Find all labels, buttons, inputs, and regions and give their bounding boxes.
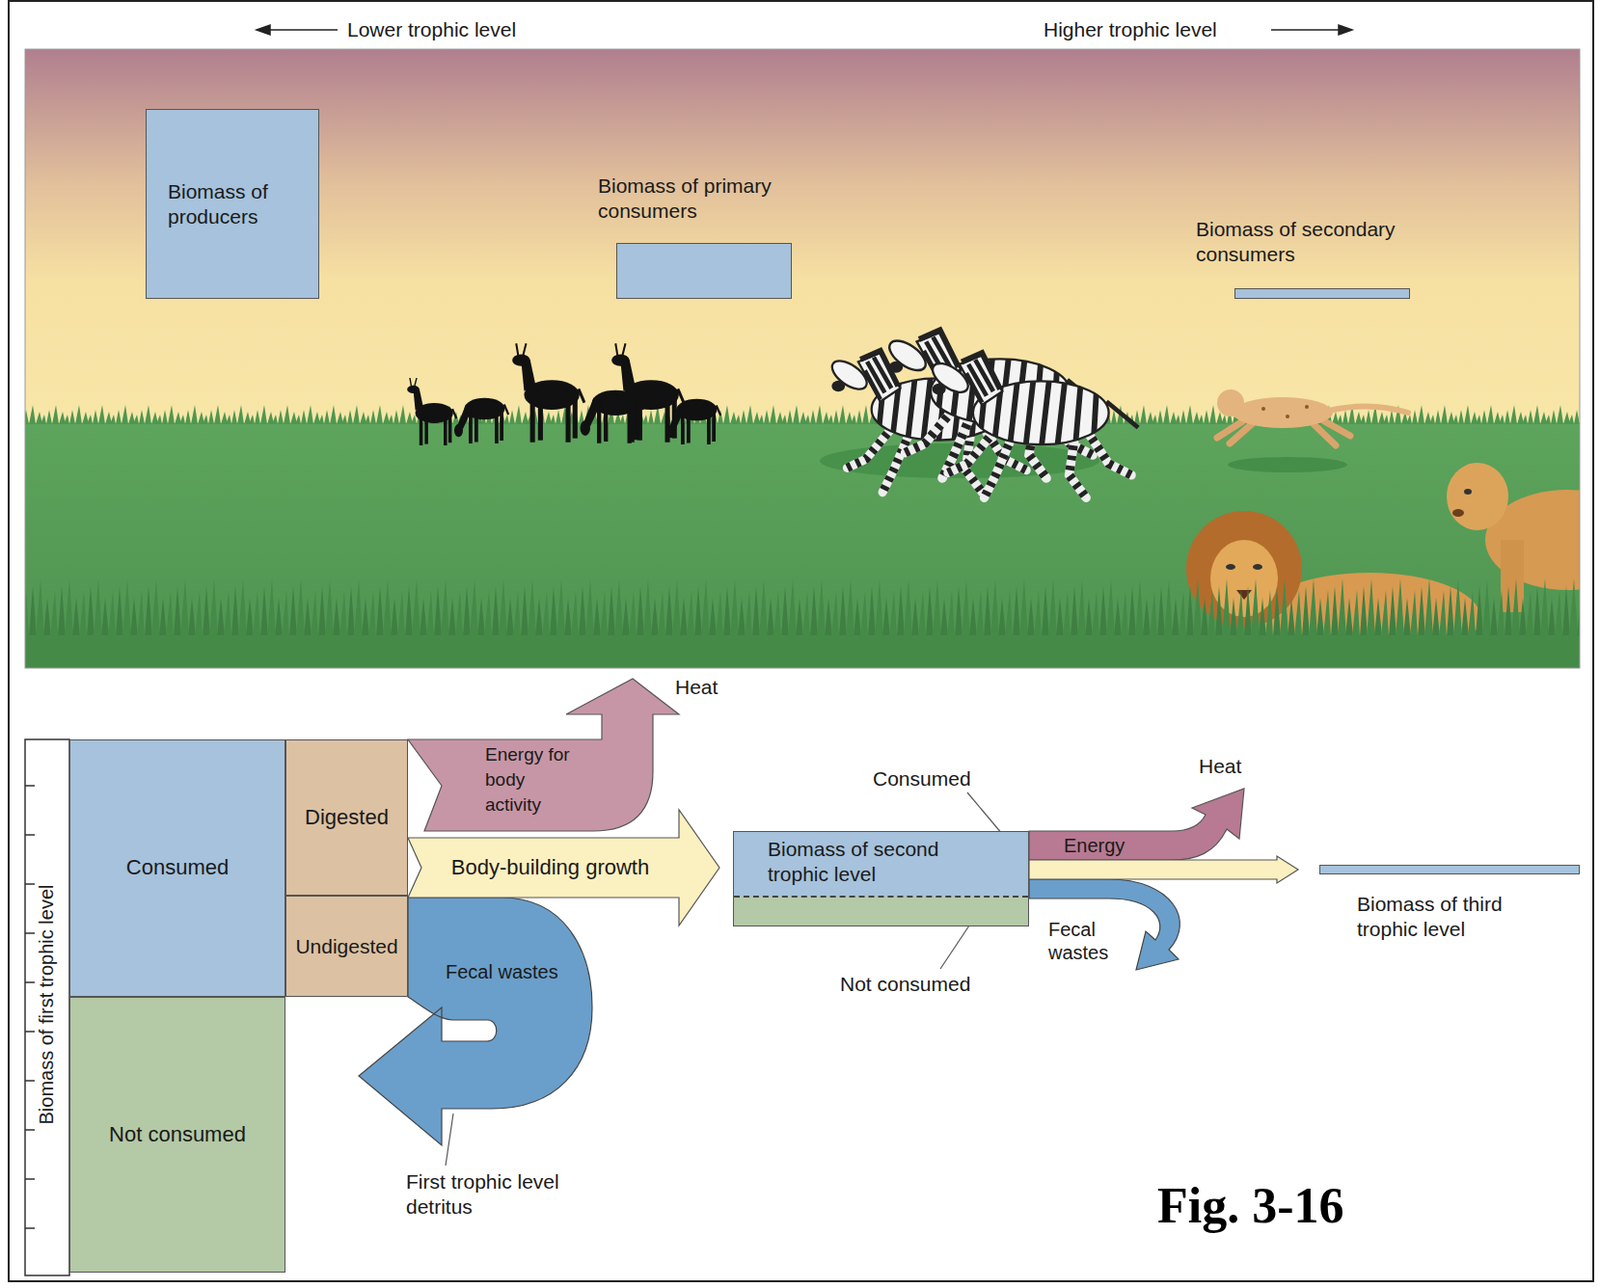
figure-caption: Fig. 3-16 [1157, 1178, 1345, 1234]
consumed-box: Consumed [69, 739, 286, 998]
node-label: Biomass of primary consumers [597, 173, 791, 224]
zebras [827, 329, 1139, 498]
growth-arrow [1029, 856, 1299, 884]
axis-direction-label: Lower trophic level [347, 17, 516, 43]
node-label: Biomass of secondary consumers [1195, 216, 1404, 268]
callout-label: Consumed [872, 766, 972, 792]
dashed-divider [733, 895, 1029, 898]
undigested-box: Undigested [285, 895, 408, 998]
node-label: Biomass of producers [167, 179, 311, 229]
node-label: Undigested [295, 934, 398, 960]
flow-label: Energy [1063, 834, 1125, 858]
frame [8, 0, 1594, 1282]
node-label: Not consumed [108, 1122, 246, 1149]
flow-label: Fecal wastes [1048, 918, 1118, 965]
callout-label: Not consumed [840, 972, 971, 998]
fecal-arrow [1029, 879, 1180, 971]
callout-label: First trophic level detritus [406, 1169, 561, 1220]
digested-box: Digested [285, 739, 408, 896]
cheetah [1217, 389, 1409, 446]
node-label: Digested [304, 805, 389, 832]
flow-label: Heat [1198, 754, 1242, 780]
biomass-bar: Biomass of third trophic level [1319, 865, 1580, 950]
edge-label: Body-building growth [451, 855, 650, 881]
node-label: Consumed [126, 855, 229, 882]
axis-direction-label: Higher trophic level [1043, 17, 1218, 43]
node-label: Biomass of third trophic level [1356, 892, 1550, 943]
axis-column [25, 739, 70, 1276]
biomass-box: Biomass of producers [145, 108, 320, 299]
savanna-scene [25, 49, 1580, 669]
biomass-bar: Biomass of secondary consumers [1195, 216, 1411, 299]
biomass-bar: Biomass of primary consumers [597, 173, 792, 299]
biomass-bar-fill [616, 243, 792, 299]
biomass-bar-fill [1234, 288, 1411, 299]
axis-label: Biomass of first trophic level [34, 860, 60, 1150]
biomass-box: Biomass of second trophic level [732, 831, 1030, 927]
node-label: Biomass of second trophic level [767, 837, 985, 887]
biomass-bar-fill [1319, 865, 1580, 875]
heat-arrow [407, 678, 679, 832]
flow-label: Heat [675, 675, 718, 701]
flow-label: Energy for body activity [485, 742, 582, 818]
heat-arrow [1029, 788, 1245, 861]
not-consumed-box: Not consumed [69, 997, 286, 1274]
antelope-herd [406, 343, 721, 446]
growth-arrow [407, 810, 720, 926]
flow-label: Fecal wastes [445, 960, 559, 984]
